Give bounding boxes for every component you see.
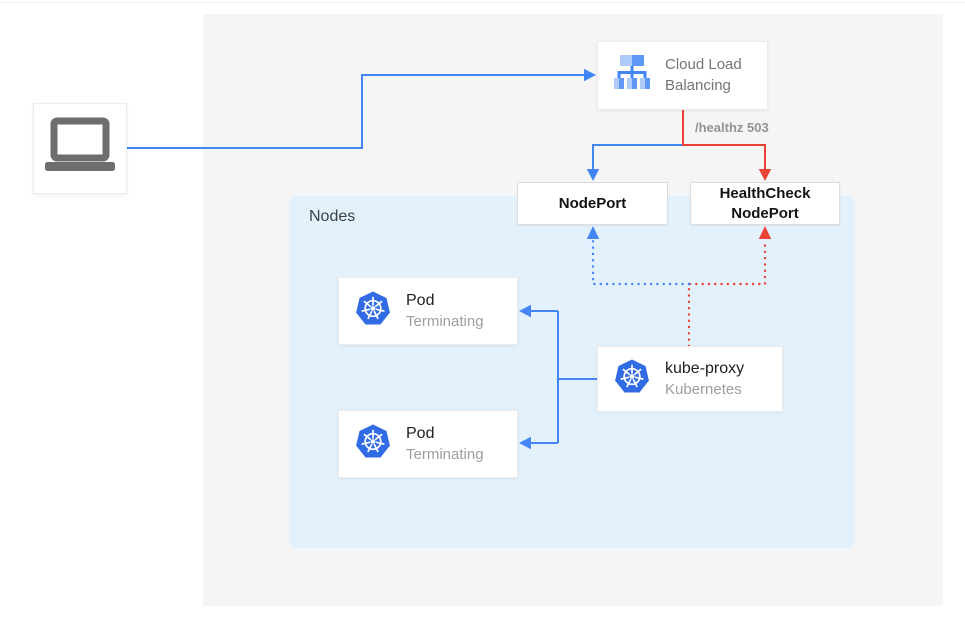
- nodeport-label: NodePort: [558, 194, 627, 212]
- load-balancer-icon: [612, 53, 652, 98]
- kube-proxy-text: kube-proxy Kubernetes: [665, 358, 744, 400]
- kubernetes-icon: [612, 357, 652, 402]
- pod-status: Terminating: [406, 312, 484, 330]
- kube-proxy-subtitle: Kubernetes: [665, 380, 742, 398]
- healthz-status-label: /healthz 503: [695, 120, 769, 135]
- healthcheck-nodeport-box: HealthCheck NodePort: [690, 182, 840, 225]
- kube-proxy-card: kube-proxy Kubernetes: [597, 346, 783, 412]
- pod-text: Pod Terminating: [406, 290, 484, 332]
- kube-proxy-title: kube-proxy: [665, 360, 745, 378]
- pod-card: Pod Terminating: [338, 277, 518, 345]
- kubernetes-icon: [353, 422, 393, 467]
- nodeport-box: NodePort: [517, 182, 668, 225]
- pod-status: Terminating: [406, 445, 484, 463]
- healthcheck-nodeport-label-line2: NodePort: [731, 204, 799, 222]
- pod-card: Pod Terminating: [338, 410, 518, 478]
- cloud-load-balancing-label: Cloud Load Balancing: [665, 56, 742, 94]
- nodes-group-label: Nodes: [309, 208, 356, 225]
- healthcheck-nodeport-label-line1: HealthCheck: [719, 185, 811, 202]
- pod-text: Pod Terminating: [406, 423, 484, 465]
- pod-title: Pod: [406, 292, 435, 310]
- top-divider: [0, 2, 965, 3]
- pod-title: Pod: [406, 425, 435, 443]
- laptop-icon: [40, 115, 120, 182]
- kubernetes-icon: [353, 289, 393, 334]
- client-card: [33, 103, 127, 194]
- cloud-load-balancing-card: Cloud Load Balancing: [597, 41, 768, 110]
